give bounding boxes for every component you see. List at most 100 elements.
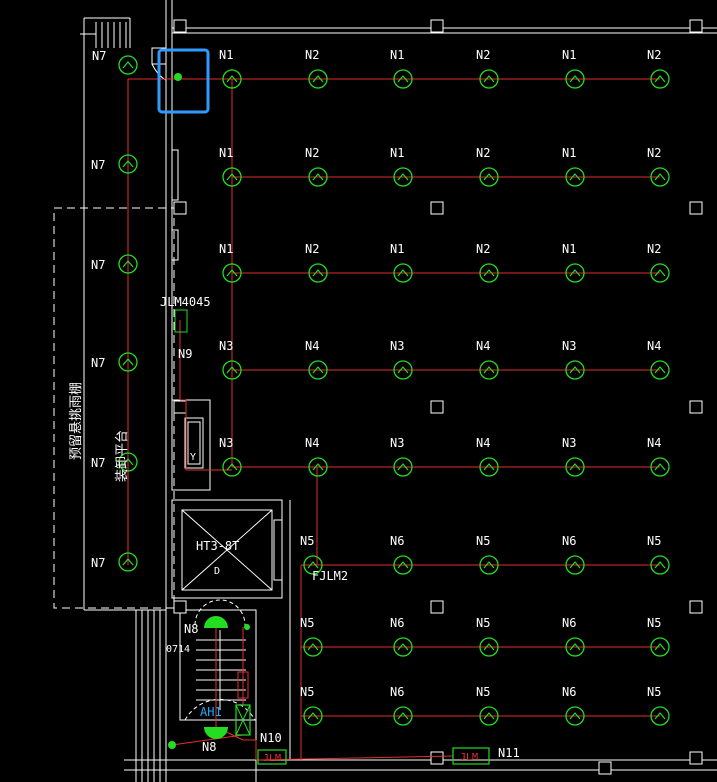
sprinkler-head-icon[interactable]	[650, 637, 670, 657]
sprinkler-label: N4	[647, 339, 661, 353]
sprinkler-head-icon[interactable]	[393, 637, 413, 657]
sprinkler-head-icon[interactable]	[479, 360, 499, 380]
sprinkler-label: N2	[305, 242, 319, 256]
sprinkler-label: N2	[647, 48, 661, 62]
sprinkler-head-icon[interactable]	[650, 69, 670, 89]
column-square-icon	[689, 19, 703, 33]
sprinkler-head-icon[interactable]	[393, 167, 413, 187]
sprinkler-head-icon[interactable]	[308, 167, 328, 187]
sprinkler-head-icon[interactable]	[565, 263, 585, 283]
sprinkler-head-icon[interactable]	[308, 360, 328, 380]
sprinkler-head-icon[interactable]	[650, 360, 670, 380]
column-square-icon	[689, 600, 703, 614]
sprinkler-label: N4	[476, 436, 490, 450]
sprinkler-head-icon[interactable]	[393, 263, 413, 283]
sprinkler-head-icon[interactable]	[303, 637, 323, 657]
sprinkler-label: N3	[219, 436, 233, 450]
sprinkler-head-icon[interactable]	[393, 706, 413, 726]
sprinkler-label: N1	[219, 146, 233, 160]
building-walls	[53, 0, 717, 782]
sprinkler-head-icon[interactable]	[118, 154, 138, 174]
sprinkler-head-icon[interactable]	[222, 69, 242, 89]
sprinkler-head-icon[interactable]	[393, 360, 413, 380]
sprinkler-head-icon[interactable]	[308, 69, 328, 89]
fire-hydrant-icon-top	[204, 616, 228, 628]
sprinkler-head-icon[interactable]	[565, 457, 585, 477]
column-square-icon	[430, 600, 444, 614]
selection-box[interactable]	[157, 48, 210, 114]
jlm-cabinet-right	[452, 747, 490, 765]
sprinkler-head-icon[interactable]	[565, 167, 585, 187]
sprinkler-label: N4	[476, 339, 490, 353]
sprinkler-label: N1	[562, 48, 576, 62]
sprinkler-head-icon[interactable]	[118, 552, 138, 572]
sprinkler-label: N5	[647, 616, 661, 630]
elevator-sub: D	[214, 566, 220, 577]
door-marker-top	[174, 309, 188, 333]
sprinkler-head-icon[interactable]	[650, 263, 670, 283]
sprinkler-head-icon[interactable]	[565, 637, 585, 657]
sprinkler-head-icon[interactable]	[222, 457, 242, 477]
sprinkler-head-icon[interactable]	[393, 457, 413, 477]
sprinkler-head-icon[interactable]	[479, 457, 499, 477]
sprinkler-head-icon[interactable]	[393, 69, 413, 89]
sprinkler-head-icon[interactable]	[393, 555, 413, 575]
left-sprinkler-label: N7	[91, 258, 105, 272]
sprinkler-label: N3	[390, 436, 404, 450]
column-square-icon	[173, 201, 187, 215]
sprinkler-label: N4	[647, 436, 661, 450]
riser-icon-top	[174, 73, 182, 81]
sprinkler-head-icon[interactable]	[303, 706, 323, 726]
sprinkler-head-icon[interactable]	[650, 167, 670, 187]
sprinkler-head-icon[interactable]	[479, 706, 499, 726]
y-mark: Y	[190, 452, 196, 463]
n8-top-label: N8	[184, 622, 198, 636]
sprinkler-head-icon[interactable]	[479, 167, 499, 187]
door-label-bottom: FJLM2	[312, 569, 348, 583]
sprinkler-head-icon[interactable]	[479, 637, 499, 657]
sprinkler-pipes	[127, 78, 660, 761]
left-sprinkler-label: N7	[91, 158, 105, 172]
sprinkler-label: N1	[562, 146, 576, 160]
sprinkler-head-icon[interactable]	[479, 69, 499, 89]
n11-label: N11	[498, 746, 520, 760]
sprinkler-label: N2	[647, 242, 661, 256]
sprinkler-head-icon[interactable]	[308, 263, 328, 283]
sprinkler-label: N2	[476, 48, 490, 62]
sprinkler-head-icon[interactable]	[650, 457, 670, 477]
left-sprinkler-label: N7	[91, 556, 105, 570]
sprinkler-label: N1	[390, 242, 404, 256]
sprinkler-head-icon[interactable]	[222, 167, 242, 187]
sprinkler-label: N2	[476, 146, 490, 160]
sprinkler-head-icon[interactable]	[118, 254, 138, 274]
sprinkler-head-icon[interactable]	[118, 352, 138, 372]
sprinkler-label: N1	[219, 48, 233, 62]
canopy-label: 预留悬挑雨棚	[69, 382, 84, 460]
sprinkler-label: N4	[305, 436, 319, 450]
sprinkler-head-icon[interactable]	[565, 706, 585, 726]
sprinkler-label: N6	[562, 534, 576, 548]
sprinkler-head-icon[interactable]	[565, 555, 585, 575]
sprinkler-head-icon[interactable]	[565, 69, 585, 89]
sprinkler-label: N5	[476, 534, 490, 548]
column-square-icon	[689, 751, 703, 765]
sprinkler-label: N2	[647, 146, 661, 160]
column-square-icon	[173, 400, 187, 414]
column-square-icon	[430, 19, 444, 33]
sprinkler-head-icon[interactable]	[479, 263, 499, 283]
sprinkler-head-icon[interactable]	[308, 457, 328, 477]
valve-icon	[244, 624, 250, 630]
sprinkler-head-icon[interactable]	[222, 263, 242, 283]
sprinkler-head-icon[interactable]	[303, 555, 323, 575]
sprinkler-head-icon[interactable]	[650, 555, 670, 575]
sprinkler-head-icon[interactable]	[479, 555, 499, 575]
sprinkler-label: N2	[305, 48, 319, 62]
annotations: JLM4045 N9 HT3-8T D FJLM2 预留悬挑雨棚 装卸平台 N8…	[69, 49, 520, 765]
sprinkler-head-icon[interactable]	[222, 360, 242, 380]
sprinkler-head-icon[interactable]	[565, 360, 585, 380]
sprinkler-head-icon[interactable]	[118, 55, 138, 75]
sprinkler-label: N3	[219, 339, 233, 353]
sprinkler-head-icon[interactable]	[118, 452, 138, 472]
sprinkler-head-icon[interactable]	[650, 706, 670, 726]
